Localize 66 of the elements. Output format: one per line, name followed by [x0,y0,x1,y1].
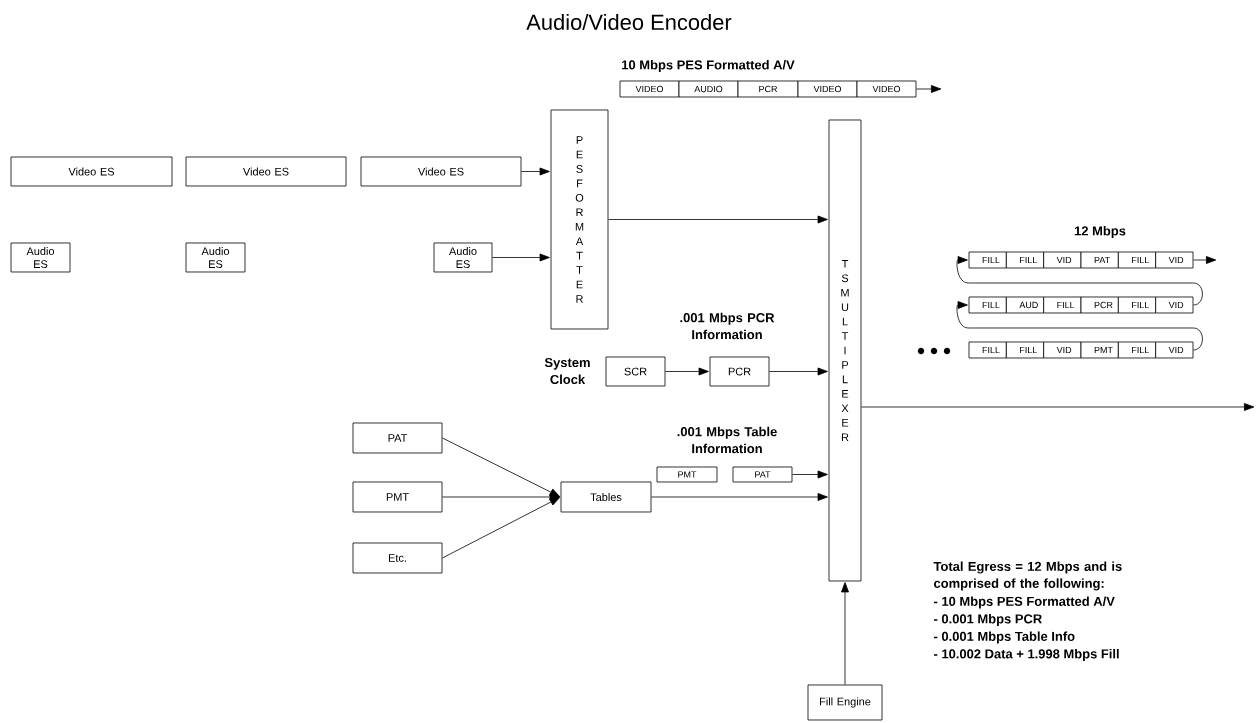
process-box: Fill Engine [807,684,883,721]
process-box: Audio ES [433,242,493,273]
process-box: Video ES [360,156,522,187]
arrow [1193,256,1217,264]
packet-cell: FILL [968,296,1007,314]
packet-cell: PAT [732,466,793,483]
packet-cell: PMT [1080,341,1119,359]
arrow [442,497,560,559]
packet-cell: PCR [1080,296,1119,314]
packet-cell: VID [1155,296,1194,314]
packet-cell: FILL [1117,341,1157,359]
text-label: 10 Mbps PES Formatted A/V [622,59,795,73]
process-box: Video ES [185,156,347,187]
arrow [792,470,828,479]
arrow [841,582,849,685]
arrow [442,437,560,497]
text-label: - 0.001 Mbps Table Info [934,631,1075,644]
packet-cell: PMT [656,466,718,483]
text-label: .001 Mbps PCR Information [680,312,775,340]
arrow [521,167,550,176]
text-label: - 10 Mbps PES Formatted A/V [934,596,1115,609]
packet-cell: PCR [737,80,799,98]
process-box: Audio ES [10,242,71,273]
arrow [665,367,709,376]
packet-cell: VID [1155,341,1194,359]
process-box: SCR [605,356,666,387]
packet-cell: VID [1043,251,1082,269]
arrow [861,403,1255,411]
text-label: .001 Mbps Table Information [677,426,777,454]
packet-cell: FILL [1117,296,1157,314]
text-label: - 0.001 Mbps PCR [934,613,1042,627]
packet-cell: PAT [1080,251,1119,269]
arrow [956,256,1203,306]
packet-cell: FILL [968,251,1007,269]
process-box: Video ES [10,156,173,187]
arrow [651,493,828,501]
packet-cell: AUDIO [678,80,739,98]
packet-cell: FILL [1005,341,1045,359]
packet-cell: VID [1043,341,1082,359]
process-box: PCR [709,356,770,387]
process-box: Audio ES [185,242,246,273]
text-label: Total Egress = 12 Mbps and is comprised of the following: [933,561,1122,591]
arrow [492,253,550,262]
packet-cell: FILL [1117,251,1157,269]
process-box: TS MULTIPLEXER [828,119,862,582]
arrow [442,493,560,501]
process-box: PAT [352,422,443,454]
process-box: PMT [352,481,443,513]
text-label: 12 Mbps [1074,225,1126,239]
arrow [608,215,828,224]
arrow [916,85,942,93]
packet-cell: FILL [1005,251,1045,269]
packet-cell: FILL [1043,296,1082,314]
packet-cell: VIDEO [797,80,858,98]
title: Audio/Video Encoder [526,13,732,31]
process-box: Etc. [352,542,443,574]
process-box: PES FORMATTER [550,109,609,330]
text-label: - 10.002 Data + 1.998 Mbps Fill [934,648,1119,662]
side-label: System Clock [544,357,590,385]
process-box: Tables [560,481,652,513]
packet-cell: AUD [1005,296,1045,314]
packet-cell: VID [1155,251,1194,269]
packet-cell: FILL [968,341,1007,359]
packet-cell: VIDEO [856,80,917,98]
arrow [769,367,828,376]
packet-cell: VIDEO [619,80,680,98]
